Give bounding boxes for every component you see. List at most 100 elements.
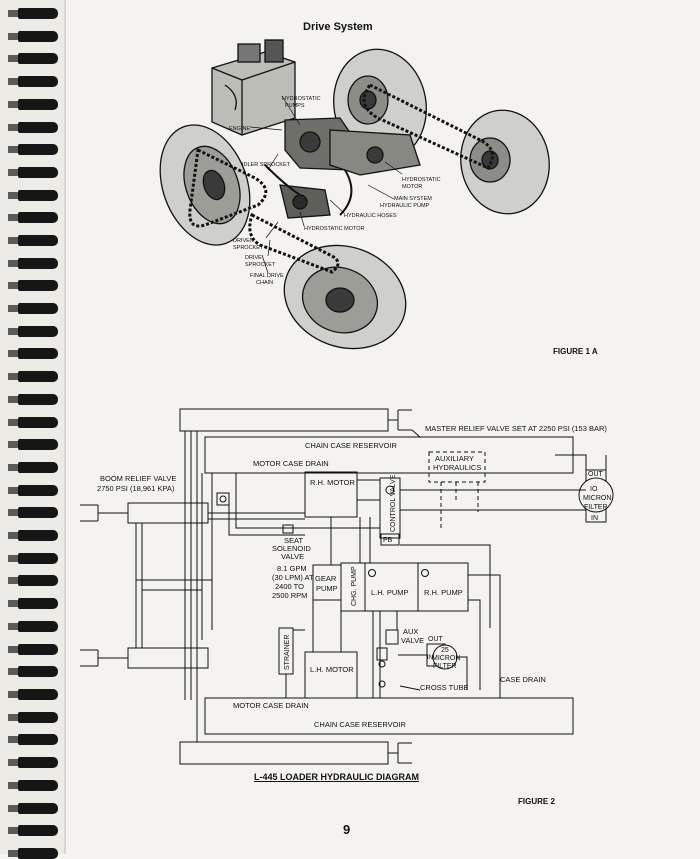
rear-right-tire <box>460 109 550 215</box>
seat-solenoid <box>282 524 294 534</box>
label-hydrostatic-pumps-2: PUMPS <box>285 103 305 109</box>
binding-ring <box>8 598 58 609</box>
binding-ring <box>8 553 58 564</box>
10-micron-filter <box>578 477 614 513</box>
label-engine: ENGINE <box>229 126 250 132</box>
label-driven-sprocket-2: SPROCKET <box>233 245 264 251</box>
label-idler-sprocket: IDLER SPROCKET <box>242 162 291 168</box>
binding-ring <box>8 212 58 223</box>
label-lh-motor: L.H. MOTOR <box>310 665 354 674</box>
label-filter-1: IO <box>590 486 598 493</box>
binding-ring <box>8 303 58 314</box>
top-cylinder <box>179 408 412 432</box>
binding-ring <box>8 575 58 586</box>
binding-ring <box>8 371 58 382</box>
drive-system-illustration: HYDROSTATIC PUMPS ENGINE IDLER SPROCKET … <box>159 39 550 350</box>
binding-ring <box>8 825 58 836</box>
drive-chains <box>188 83 494 274</box>
binding-ring <box>8 780 58 791</box>
label-rh-pump: R.H. PUMP <box>424 588 463 597</box>
label-small-filter-3: FILTER <box>433 663 457 670</box>
label-master-relief: MASTER RELIEF VALVE SET AT 2250 PSI (153… <box>425 424 607 433</box>
label-strainer: STRAINER <box>284 635 291 670</box>
binding-spine <box>0 0 64 859</box>
label-aux-valve: VALVE <box>401 636 424 645</box>
binding-ring <box>8 348 58 359</box>
binding-ring <box>8 507 58 518</box>
label-aux: AUX <box>403 627 418 636</box>
binding-ring <box>8 326 58 337</box>
label-motor-case-drain-top: MOTOR CASE DRAIN <box>253 459 329 468</box>
label-drive-sprocket-1: DRIVE <box>245 255 262 261</box>
binding-ring <box>8 190 58 201</box>
binding-ring <box>8 734 58 745</box>
label-hydrostatic-motor-1: HYDROSTATIC <box>402 177 441 183</box>
label-driven-sprocket-1: DRIVEN <box>233 238 254 244</box>
aux-hydraulics-box <box>428 451 486 483</box>
label-chain-case-top: CHAIN CASE RESERVOIR <box>305 441 398 450</box>
label-rh-motor: R.H. MOTOR <box>310 478 355 487</box>
hydrostatic-pumps <box>284 117 421 176</box>
binding-ring <box>8 258 58 269</box>
pb-box <box>380 533 400 546</box>
label-filter-in: IN <box>591 515 598 522</box>
label-small-filter-2: MICRON <box>432 655 460 662</box>
binding-ring <box>8 53 58 64</box>
label-hydrostatic-motor-bottom: HYDROSTATIC MOTOR <box>304 226 365 232</box>
label-cross-tube: CROSS TUBE <box>420 683 469 692</box>
label-main-system-2: HYDRAULIC PUMP <box>380 203 430 209</box>
hydrostatic-motor <box>279 184 331 219</box>
label-final-drive-chain-2: CHAIN <box>256 280 273 286</box>
label-filter-3: FILTER <box>584 504 608 511</box>
hydraulic-diagram: MASTER RELIEF VALVE SET AT 2250 PSI (153… <box>80 408 614 765</box>
label-control-valve: CONTROL VALVE <box>390 474 397 532</box>
label-auxiliary-2: HYDRAULICS <box>433 463 481 472</box>
label-lh-pump: L.H. PUMP <box>371 588 409 597</box>
figure-1a-label: FIGURE 1 A <box>553 347 598 356</box>
bottom-cylinder <box>179 741 412 765</box>
binding-ring <box>8 621 58 632</box>
binding-ring <box>8 122 58 133</box>
label-filter-out: OUT <box>588 471 604 478</box>
binding-ring <box>8 803 58 814</box>
label-pb: PB <box>383 537 393 544</box>
label-flow-4: 2500 RPM <box>272 591 307 600</box>
binding-ring <box>8 439 58 450</box>
engine <box>211 39 296 136</box>
label-boom-relief-1: BOOM RELIEF VALVE <box>100 474 176 483</box>
diagram-title: L-445 LOADER HYDRAULIC DIAGRAM <box>254 772 420 782</box>
label-seat: SEAT <box>284 536 303 545</box>
binding-ring <box>8 462 58 473</box>
label-flow-3: 2400 TO <box>275 582 304 591</box>
binding-ring <box>8 8 58 19</box>
binding-ring <box>8 99 58 110</box>
binding-ring <box>8 235 58 246</box>
boom-relief-valve <box>216 492 230 506</box>
label-small-filter-out: OUT <box>428 636 444 643</box>
binding-ring <box>8 144 58 155</box>
binding-ring <box>8 417 58 428</box>
main-pump-box <box>364 562 469 612</box>
binding-ring <box>8 644 58 655</box>
label-valve: VALVE <box>281 552 304 561</box>
boom-cylinder-lower <box>80 647 209 669</box>
label-hydraulic-hoses: HYDRAULIC HOSES <box>344 213 397 219</box>
label-flow-2: (30 LPM) AT <box>272 573 314 582</box>
label-drive-sprocket-2: SPROCKET <box>245 262 276 268</box>
label-motor-case-drain-bottom: MOTOR CASE DRAIN <box>233 701 309 710</box>
boom-cylinder-upper <box>80 502 209 524</box>
label-main-system-1: MAIN SYSTEM <box>394 196 432 202</box>
label-pump: PUMP <box>316 584 338 593</box>
binding-ring <box>8 76 58 87</box>
label-hydrostatic-pumps-1: HYDROSTATIC <box>282 96 321 102</box>
label-flow-1: 8.1 GPM <box>277 564 307 573</box>
figure-2-label: FIGURE 2 <box>518 797 555 806</box>
page-edge <box>64 0 66 854</box>
label-gear: GEAR <box>315 574 337 583</box>
label-filter-2: MICRON <box>583 495 611 502</box>
control-valve-box <box>379 477 401 539</box>
label-solenoid: SOLENOID <box>272 544 311 553</box>
binding-ring <box>8 485 58 496</box>
label-chain-case-bottom: CHAIN CASE RESERVOIR <box>314 720 407 729</box>
front-left-tire <box>159 124 251 246</box>
